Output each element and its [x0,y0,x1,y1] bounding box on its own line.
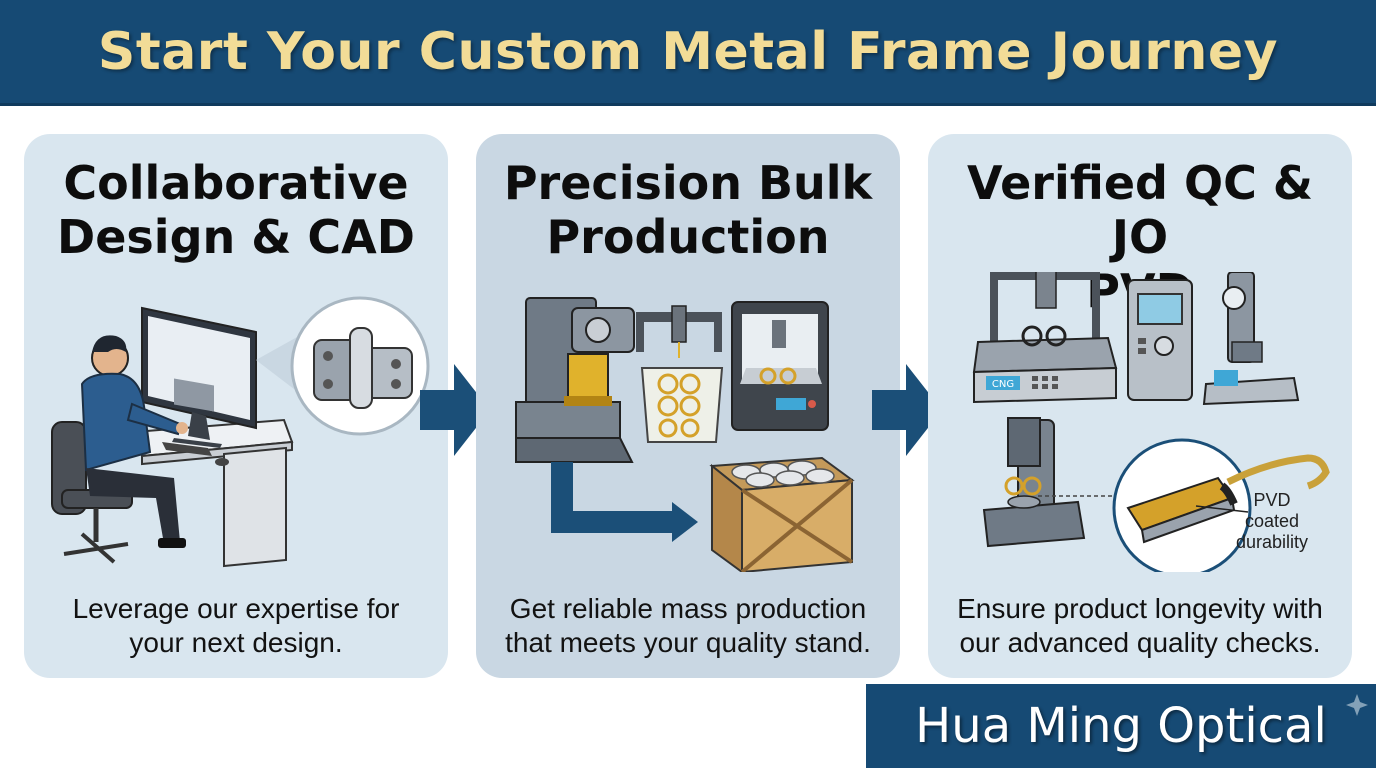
step-description: Ensure product longevity with our advanc… [928,592,1352,660]
computer-workstation-icon [51,306,294,568]
production-illustration [515,297,855,572]
step-description-line: that meets your quality stand. [505,627,871,658]
step-card-qc: Verified QC & JO PVD CNG [928,134,1352,678]
design-illustration [51,296,430,568]
step-title: Precision Bulk Production [488,156,888,264]
step-card-design: Collaborative Design & CAD [24,134,448,678]
callout-line: durability [1236,532,1308,552]
header-banner: Start Your Custom Metal Frame Journey [0,0,1376,106]
page-title: Start Your Custom Metal Frame Journey [97,21,1279,82]
step-description-line: our advanced quality checks. [959,627,1321,658]
step-card-production: Precision Bulk Production [476,134,900,678]
callout-line: coated [1245,511,1299,531]
3d-printer-icon [731,301,829,431]
laser-cutter-icon [636,305,724,443]
temple-arm-icon [1126,454,1330,544]
step-title-line: Production [546,210,830,264]
crate-icon [709,456,855,572]
arrow-right-icon [420,364,490,456]
step-title: Collaborative Design & CAD [36,156,436,264]
step-title-line: Collaborative [63,156,409,210]
sparkle-icon [1346,694,1368,716]
cnc-machine-icon: CNG [972,272,1118,404]
step-description-line: Leverage our expertise for [72,593,400,624]
microscope-icon [982,417,1118,548]
step-title-line: Precision Bulk [503,156,873,210]
step-description-line: Get reliable mass production [509,593,867,624]
arrow-right-icon [872,364,942,456]
callout-line: PVD [1253,490,1290,510]
step-description-line: your next design. [129,627,343,658]
step-title: Verified QC & JO PVD [940,156,1340,318]
step-title-line: Design & CAD [57,210,415,264]
machine-screen-label: CNG [992,379,1014,390]
brand-footer: Hua Ming Optical [866,684,1376,768]
step-description: Leverage our expertise for your next des… [24,592,448,660]
step-title-line: Verified QC & JO [967,156,1313,264]
press-machine-icon [515,297,635,463]
hinge-icon [313,327,413,409]
step-description: Get reliable mass production that meets … [476,592,900,660]
qc-illustration: CNG [972,272,1330,572]
hardness-tester-icon [1202,272,1300,406]
brand-name: Hua Ming Optical [915,698,1327,754]
control-cabinet-icon [1127,279,1193,401]
step-description-line: Ensure product longevity with [957,593,1323,624]
